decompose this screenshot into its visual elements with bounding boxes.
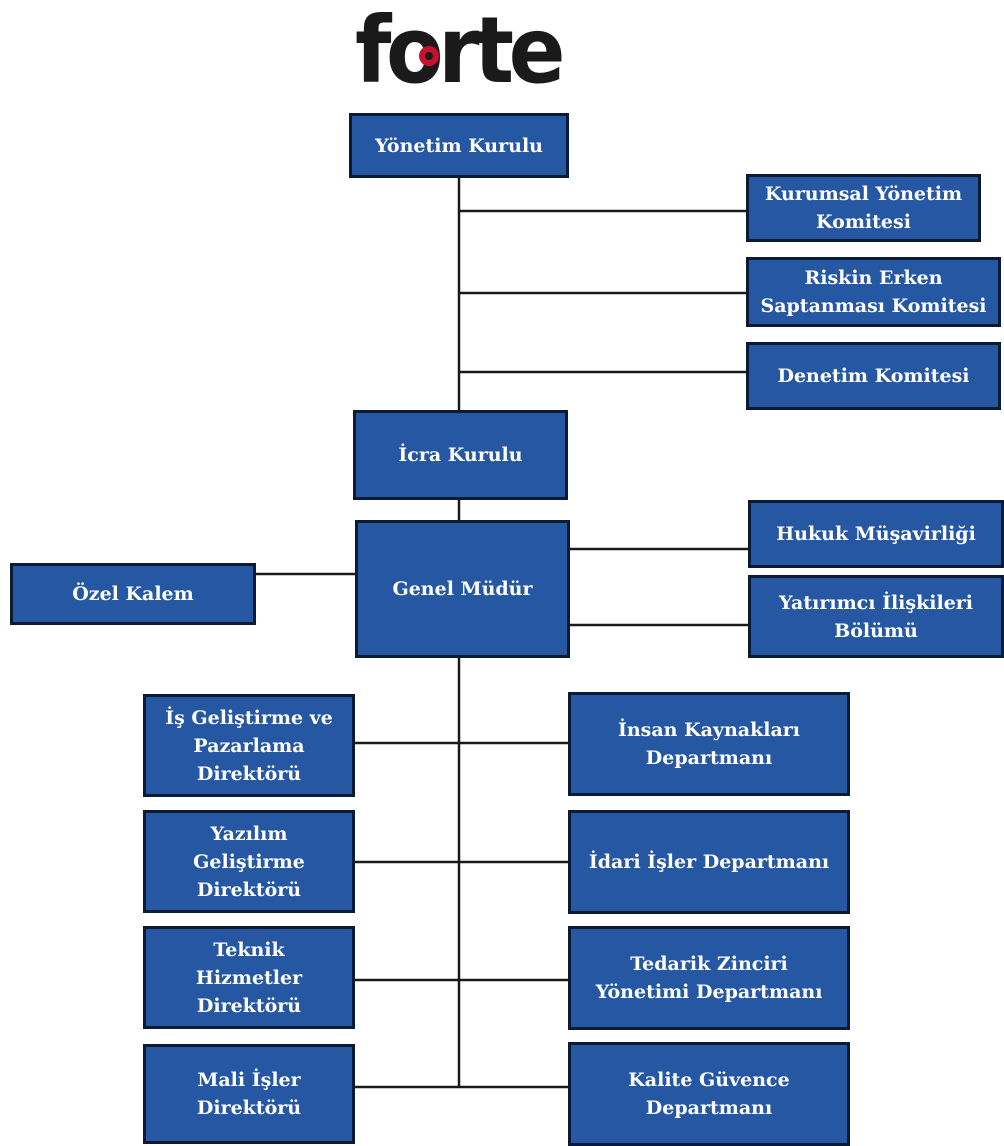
node-kurumsal-yonetim-komitesi: Kurumsal Yönetim Komitesi	[746, 174, 981, 242]
logo-wordmark: forte	[355, 4, 561, 96]
node-kalite-guvence-departmani: Kalite Güvence Departmanı	[568, 1042, 850, 1146]
node-icra-kurulu: İcra Kurulu	[353, 410, 568, 500]
node-tedarik-zinciri-yonetimi-departmani: Tedarik Zinciri Yönetimi Departmanı	[568, 926, 850, 1030]
node-teknik-hizmetler-direktoru: Teknik Hizmetler Direktörü	[143, 926, 355, 1029]
node-riskin-erken-saptanmasi-komitesi: Riskin Erken Saptanması Komitesi	[746, 257, 1001, 327]
node-yazilim-gelistirme-direktoru: Yazılım Geliştirme Direktörü	[143, 810, 355, 913]
node-idari-isler-departmani: İdari İşler Departmanı	[568, 810, 850, 914]
node-is-gelistirme-direktoru: İş Geliştirme ve Pazarlama Direktörü	[143, 694, 355, 797]
node-hukuk-musavirligi: Hukuk Müşavirliği	[748, 500, 1004, 568]
node-genel-mudur: Genel Müdür	[355, 520, 570, 658]
node-yatirimci-iliskileri-bolumu: Yatırımcı İlişkileri Bölümü	[748, 575, 1004, 658]
node-denetim-komitesi: Denetim Komitesi	[746, 342, 1001, 410]
node-ozel-kalem: Özel Kalem	[10, 563, 256, 625]
node-insan-kaynaklari-departmani: İnsan Kaynakları Departmanı	[568, 692, 850, 796]
node-mali-isler-direktoru: Mali İşler Direktörü	[143, 1044, 355, 1144]
node-yonetim-kurulu: Yönetim Kurulu	[349, 113, 569, 178]
forte-logo: forte	[355, 4, 565, 96]
